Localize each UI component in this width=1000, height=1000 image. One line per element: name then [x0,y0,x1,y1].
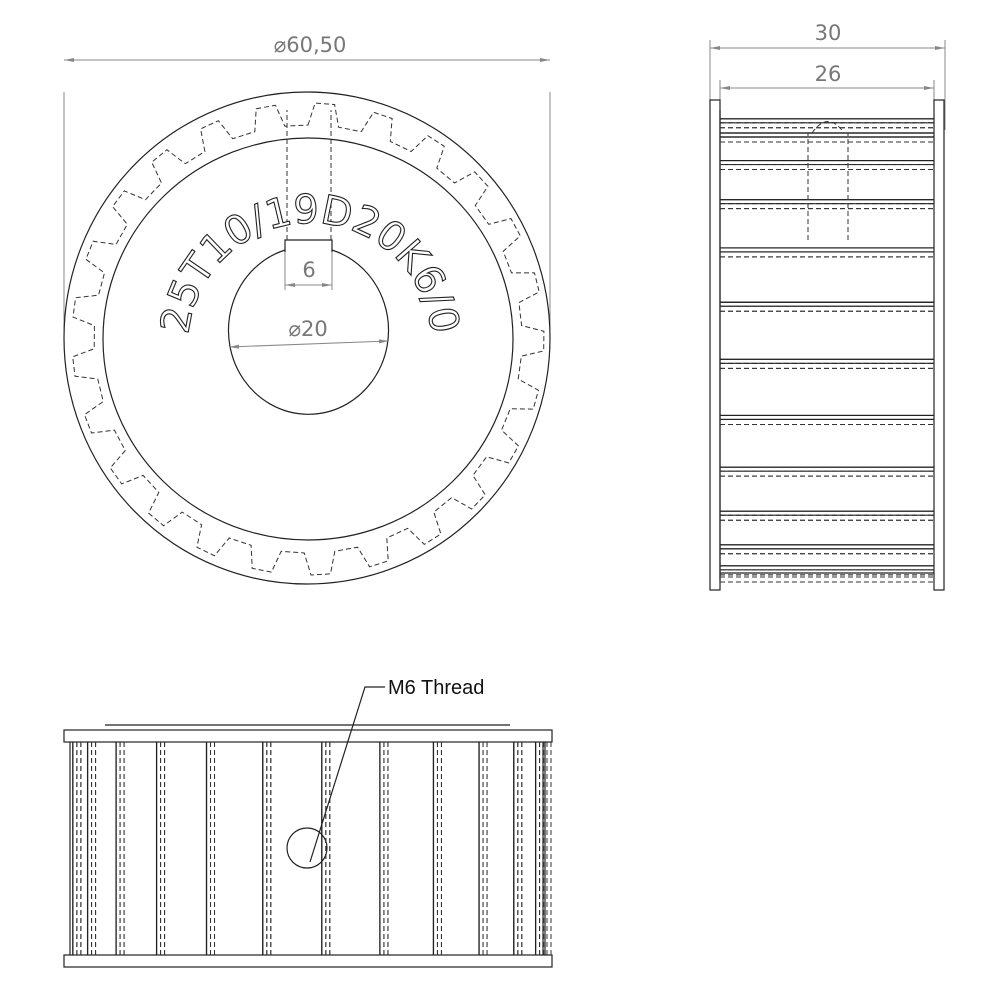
body-width-label: 26 [815,62,842,86]
top-flange [63,729,553,743]
callout-label: M6 Thread [388,677,484,699]
bore-diameter-label: ⌀20 [288,317,327,341]
bore-circle [227,249,390,415]
threaded-hole-hidden [807,121,849,240]
tooth-profile-hidden [72,102,545,576]
outer-diameter-label: ⌀60,50 [274,33,347,57]
bottom-view: M6 Thread [63,677,553,968]
keyway [284,239,333,252]
overall-width-label: 30 [815,21,842,45]
side-view: 30 26 [709,21,946,591]
bore-diameter-dimension [228,339,390,349]
right-flange [933,99,945,591]
left-flange [709,99,721,591]
hub-circle [102,137,514,541]
tooth-lines [720,118,934,583]
threaded-hole [286,827,328,869]
front-view: ⌀60,50 6 ⌀20 25T10/19D20K6/0 [63,33,551,585]
bottom-flange [63,954,553,968]
callout-leader [309,686,385,863]
tooth-lines [69,742,552,955]
outer-circle [63,91,551,585]
keyway-width-label: 6 [302,258,315,282]
